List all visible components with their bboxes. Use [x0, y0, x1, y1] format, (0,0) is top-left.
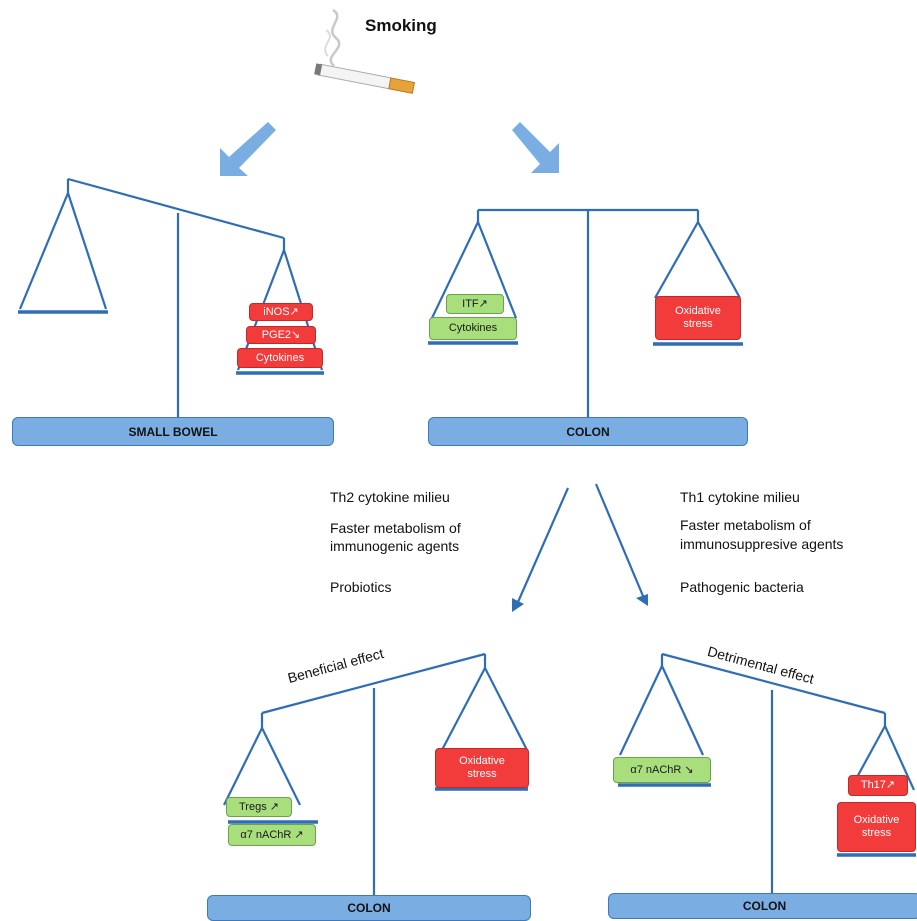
immunogenic-metabolism-line1: Faster metabolism of [330, 520, 461, 536]
immunosuppressive-metabolism-line2: immunosuppresive agents [680, 536, 844, 552]
pathogenic-bacteria-text: Pathogenic bacteria [680, 579, 804, 595]
stress-label: stress [861, 827, 892, 839]
small-bowel-base: SMALL BOWEL [12, 417, 334, 446]
immunosuppressive-metabolism-line1: Faster metabolism of [680, 517, 811, 533]
beneficial-scale [223, 652, 528, 900]
diagram-title: Smoking [365, 16, 437, 35]
colon-top-scale [431, 208, 741, 420]
oxidative-stress-box-colon: Oxidative stress [655, 296, 741, 340]
cytokines-box-colon: Cytokines [429, 317, 517, 340]
itf-box: ITF↗ [446, 294, 504, 314]
stress-label: stress [683, 318, 713, 330]
cigarette-icon [314, 8, 416, 94]
detrimental-colon-base: COLON [608, 893, 917, 919]
oxidative-label: Oxidative [853, 814, 900, 826]
arrow-to-small-bowel [220, 122, 276, 176]
inos-box: iNOS↗ [249, 303, 313, 321]
oxidative-stress-box-detrimental: Oxidative stress [837, 802, 916, 852]
oxidative-label: Oxidative [459, 755, 505, 767]
cytokines-box-small-bowel: Cytokines [237, 348, 323, 368]
a7-nachr-up-box: α7 nAChR ↗ [228, 824, 316, 846]
pge2-box: PGE2↘ [246, 326, 316, 344]
small-bowel-scale [18, 177, 324, 420]
tregs-box: Tregs ↗ [226, 797, 292, 817]
oxidative-stress-box-beneficial: Oxidative stress [435, 748, 529, 788]
arrow-to-colon [512, 122, 559, 173]
immunogenic-metabolism-line2: immunogenic agents [330, 538, 460, 554]
divergence-arrows [512, 483, 648, 612]
colon-top-base: COLON [428, 417, 748, 446]
beneficial-colon-base: COLON [207, 895, 531, 921]
oxidative-label: Oxidative [675, 305, 721, 317]
probiotics-text: Probiotics [330, 579, 392, 595]
stress-label: stress [467, 768, 497, 780]
th2-milieu-text: Th2 cytokine milieu [330, 489, 450, 505]
th17-box: Th17↗ [848, 775, 908, 796]
a7-nachr-down-box: α7 nAChR ↘ [613, 757, 711, 783]
th1-milieu-text: Th1 cytokine milieu [680, 489, 800, 505]
